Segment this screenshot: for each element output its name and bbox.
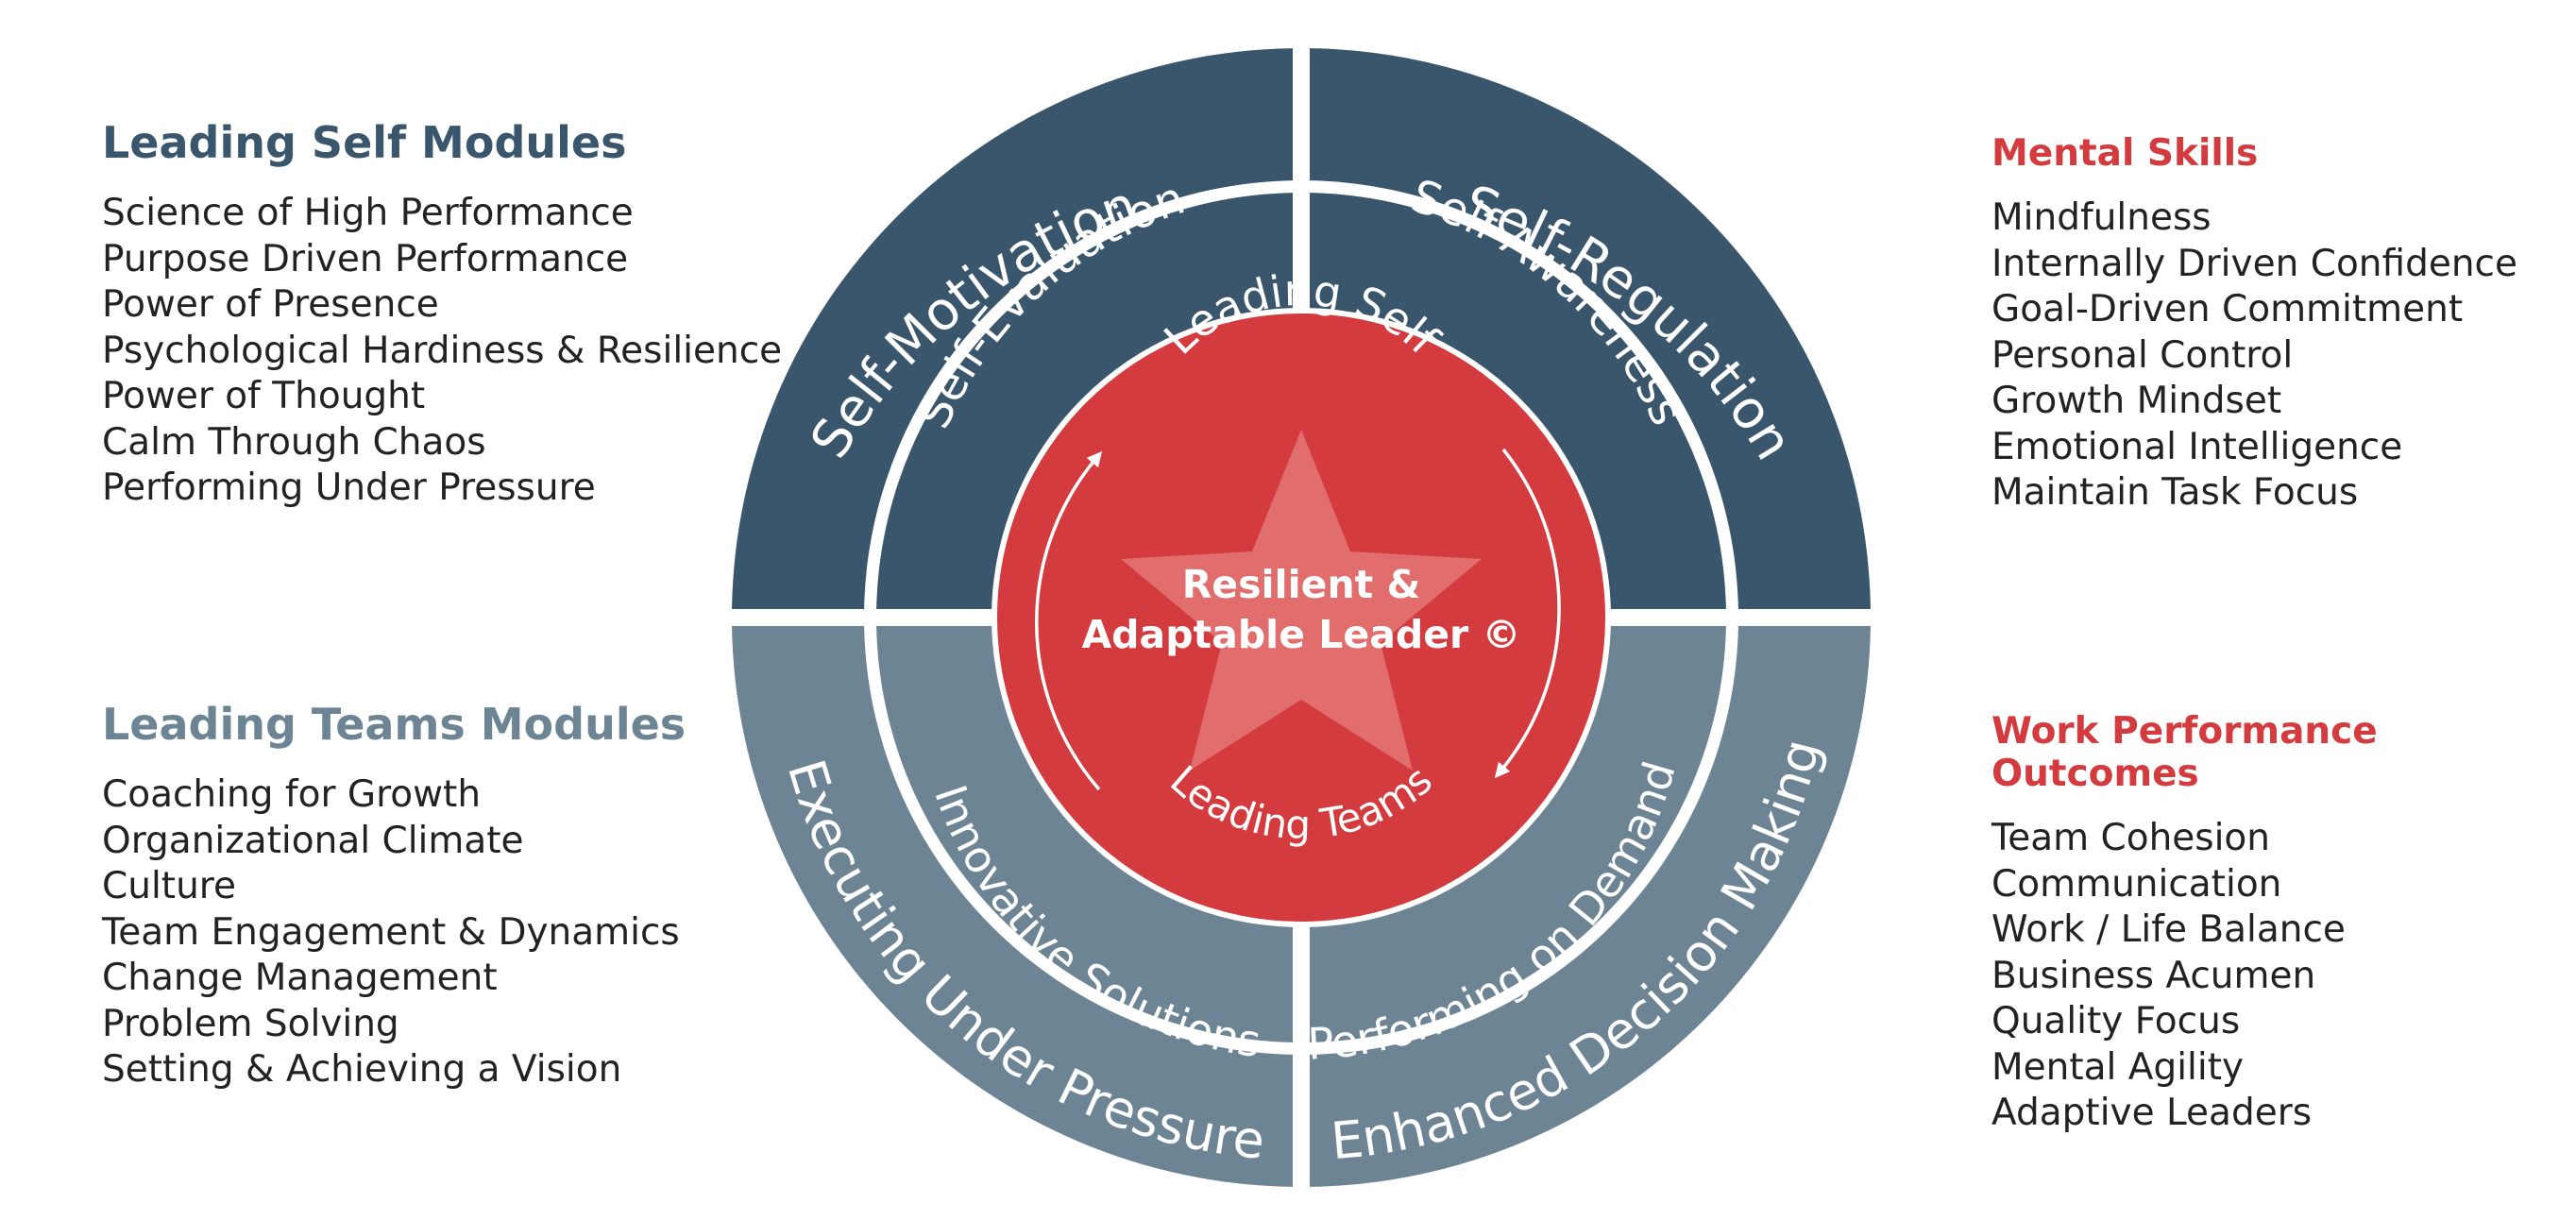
inner-ring-bottom-right (1310, 626, 1726, 1042)
list-item: Calm Through Chaos (102, 420, 486, 464)
list-item: Growth Mindset (1991, 380, 2282, 422)
cycle-arrow-right (1494, 448, 1561, 779)
list-item: Performing Under Pressure (102, 466, 596, 509)
list-item: Maintain Task Focus (1991, 471, 2359, 514)
list-item: Problem Solving (102, 1002, 399, 1045)
inner-ring-bottom-left (876, 626, 1293, 1042)
star-icon (1121, 430, 1482, 771)
work-performance-outcomes-title: Work Performance Outcomes (1991, 710, 2378, 795)
outer-ring-top-left (732, 48, 1293, 610)
list-item: Quality Focus (1991, 1000, 2241, 1042)
list-item: Power of Thought (102, 375, 426, 417)
list-item: Culture (102, 865, 236, 907)
outer-ring-top-right (1310, 48, 1871, 610)
inner-ring-top-left (876, 193, 1293, 609)
list-item: Adaptive Leaders (1991, 1092, 2313, 1134)
leading-teams-modules-title: Leading Teams Modules (102, 699, 686, 750)
list-item: Emotional Intelligence (1991, 425, 2403, 468)
list-item: Mental Agility (1991, 1045, 2245, 1089)
leading-teams-modules-panel: Leading Teams Modules Coaching for Growt… (102, 699, 686, 1093)
mental-skills-title: Mental Skills (1991, 132, 2259, 175)
outer-ring-bottom-right (1310, 626, 1871, 1187)
cycle-arrow-left (1035, 450, 1103, 791)
center-title-line1: Resilient & (1182, 562, 1421, 607)
list-item: Organizational Climate (102, 819, 524, 862)
list-item: Business Acumen (1991, 954, 2316, 997)
list-item: Power of Presence (102, 283, 439, 326)
list-item: Setting & Achieving a Vision (102, 1048, 622, 1091)
list-item: Team Engagement & Dynamics (102, 910, 680, 954)
list-item: Goal-Driven Commitment (1991, 288, 2464, 330)
leading-self-modules-title: Leading Self Modules (102, 117, 627, 168)
list-item: Personal Control (1991, 333, 2294, 377)
list-item: Mindfulness (1991, 196, 2212, 239)
list-item: Purpose Driven Performance (102, 237, 629, 280)
list-item: Internally Driven Confidence (1991, 242, 2517, 285)
list-item: Coaching for Growth (102, 773, 482, 816)
outer-ring-bottom-left (732, 626, 1293, 1187)
list-item: Change Management (102, 957, 498, 999)
center-title-line2: Adaptable Leader © (1081, 612, 1520, 657)
list-item: Psychological Hardiness & Resilience (102, 329, 783, 372)
list-item: Work / Life Balance (1991, 908, 2346, 951)
leading-self-modules-panel: Leading Self Modules Science of High Per… (102, 117, 782, 512)
list-item: Science of High Performance (102, 192, 634, 234)
list-item: Team Cohesion (1991, 817, 2271, 859)
list-item: Communication (1991, 862, 2282, 906)
inner-ring-top-right (1310, 193, 1726, 609)
